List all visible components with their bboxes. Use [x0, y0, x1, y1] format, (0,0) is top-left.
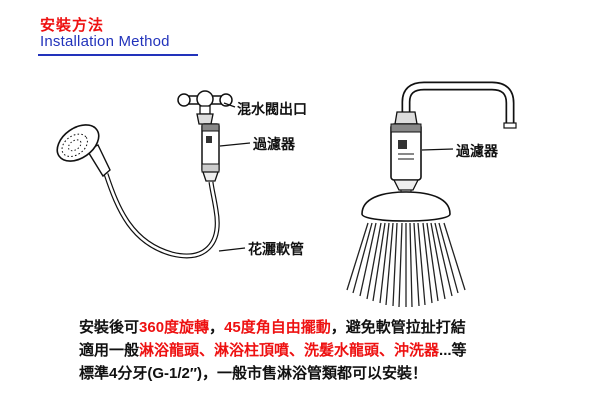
shower-head-dome-icon — [361, 191, 451, 222]
note-line-2: 適用一般淋浴龍頭、淋浴柱頂噴、洗髮水龍頭、沖洗器...等 — [79, 339, 559, 362]
note-2-seg-3: ...等 — [439, 342, 467, 359]
installation-diagram — [56, 81, 517, 308]
supply-pipe-icon — [401, 81, 517, 129]
filter-cartridge-left-icon — [201, 123, 220, 182]
note-2-seg-1: 適用一般 — [79, 342, 140, 359]
filter-cartridge-right-icon — [390, 123, 422, 195]
handheld-shower-head-icon — [56, 124, 111, 178]
notes-paragraph: 安裝後可360度旋轉，45度角自由擺動，避免軟管拉扯打結 適用一般淋浴龍頭、淋浴… — [79, 316, 559, 385]
fixed-shower-diagram — [346, 81, 517, 308]
label-mixer-outlet: 混水閥出口 — [237, 101, 307, 117]
note-2-seg-2: 淋浴龍頭、淋浴柱頂噴、洗髮水龍頭、沖洗器 — [139, 342, 440, 359]
leader-line-outlet — [223, 102, 236, 108]
note-3-seg-1: 標準4分牙(G-1/2″)，一般市售淋浴管類都可以安裝！ — [79, 365, 428, 382]
shower-hose-icon — [103, 173, 220, 259]
note-line-3: 標準4分牙(G-1/2″)，一般市售淋浴管類都可以安裝！ — [79, 362, 559, 385]
label-filter-right: 過濾器 — [456, 143, 498, 159]
title-underline — [38, 54, 198, 56]
note-1-seg-3: ， — [209, 319, 225, 336]
note-1-seg-1: 安裝後可 — [79, 319, 140, 336]
leader-line-hose — [218, 247, 246, 252]
spray-lines-icon — [346, 222, 466, 308]
note-line-1: 安裝後可360度旋轉，45度角自由擺動，避免軟管拉扯打結 — [79, 316, 559, 339]
page-title-en: Installation Method — [40, 33, 170, 50]
mixer-valve-icon — [177, 90, 233, 125]
pipe-connector-icon — [394, 111, 418, 125]
label-filter-left: 過濾器 — [253, 136, 295, 152]
handheld-shower-diagram — [56, 90, 251, 259]
note-1-seg-4: 45度角自由擺動 — [224, 319, 331, 336]
page-title-zh: 安裝方法 — [40, 17, 105, 34]
note-1-seg-5: ，避免軟管拉扯打結 — [330, 319, 466, 336]
label-shower-hose: 花灑軟管 — [248, 241, 304, 257]
leader-line-filter-left — [219, 142, 251, 147]
note-1-seg-2: 360度旋轉 — [139, 319, 210, 336]
leader-line-filter-right — [421, 148, 454, 151]
